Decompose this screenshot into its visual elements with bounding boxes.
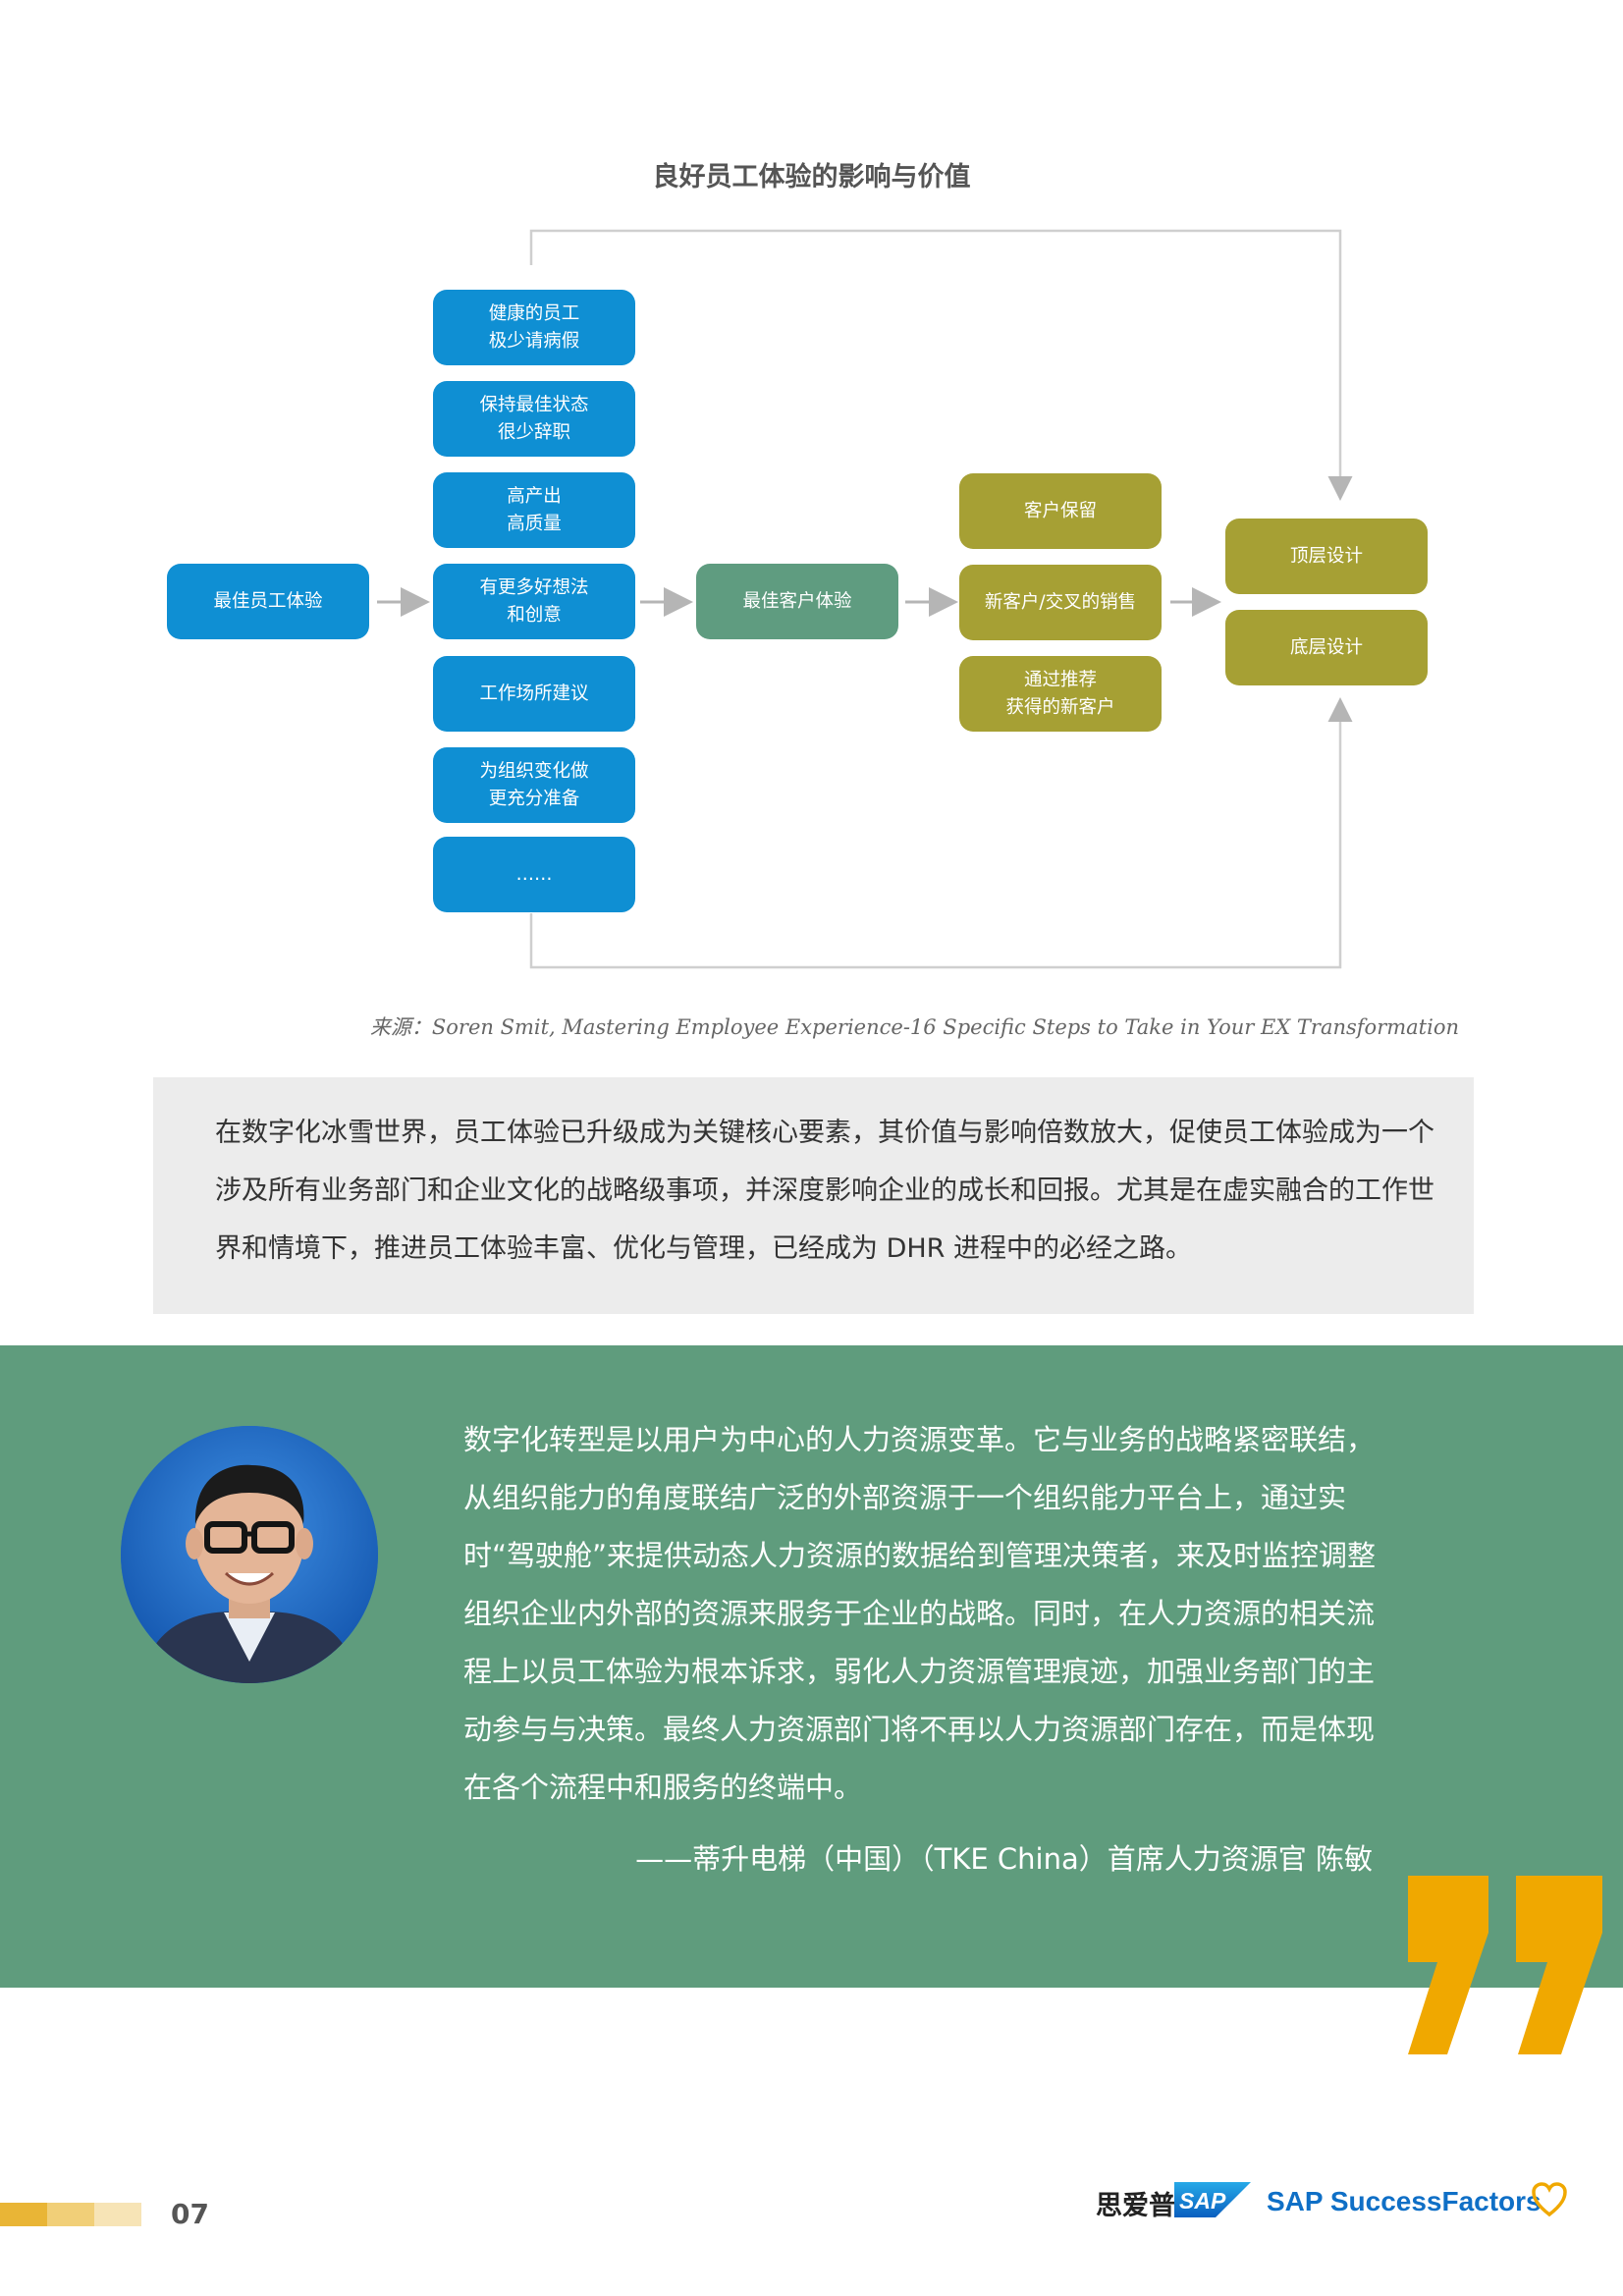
sap-logo: SAP	[1174, 2182, 1251, 2221]
node-customer-outcome: 新客户/交叉的销售	[959, 565, 1162, 640]
author-portrait	[121, 1426, 378, 1683]
footer-color-bar	[0, 2203, 141, 2226]
node-best-customer-experience: 最佳客户体验	[696, 564, 898, 639]
quote-text: 数字化转型是以用户为中心的人力资源变革。它与业务的战略紧密联结，从组织能力的角度…	[463, 1423, 1377, 1804]
brand-name-cn: 思爱普	[1096, 2191, 1175, 2221]
page-number: 07	[171, 2198, 209, 2230]
diagram-source: 来源：Soren Smit, Mastering Employee Experi…	[369, 1015, 1459, 1039]
node-customer-outcome: 通过推荐 获得的新客户	[959, 656, 1162, 732]
product-name: SAP SuccessFactors	[1267, 2186, 1542, 2216]
node-top-design: 顶层设计	[1225, 519, 1428, 594]
diagram-title: 良好员工体验的影响与价值	[652, 162, 971, 192]
quote-author: ——蒂升电梯（中国）（TKE China）首席人力资源官 陈敏	[635, 1842, 1373, 1876]
summary-text: 在数字化冰雪世界，员工体验已升级成为关键核心要素，其价值与影响倍数放大，促使员工…	[215, 1118, 1434, 1264]
node-employee-benefit: 高产出 高质量	[433, 472, 635, 548]
node-customer-outcome: 客户保留	[959, 473, 1162, 549]
node-employee-benefit-more: ……	[433, 837, 635, 912]
closing-quote-mark-icon	[1408, 1876, 1602, 2054]
node-employee-benefit: 保持最佳状态 很少辞职	[433, 381, 635, 457]
loop-top	[529, 229, 1353, 501]
diagram-connectors	[377, 229, 1353, 969]
node-employee-benefit: 健康的员工 极少请病假	[433, 290, 635, 365]
node-employee-benefit: 工作场所建议	[433, 656, 635, 732]
node-employee-benefit: 有更多好想法 和创意	[433, 564, 635, 639]
heart-outline-icon	[1532, 2182, 1567, 2217]
node-bottom-design: 底层设计	[1225, 610, 1428, 685]
node-best-employee-experience: 最佳员工体验	[167, 564, 369, 639]
node-employee-benefit: 为组织变化做 更充分准备	[433, 747, 635, 823]
svg-text:SAP: SAP	[1179, 2188, 1226, 2214]
summary-box	[153, 1077, 1474, 1314]
loop-bottom	[529, 697, 1353, 969]
